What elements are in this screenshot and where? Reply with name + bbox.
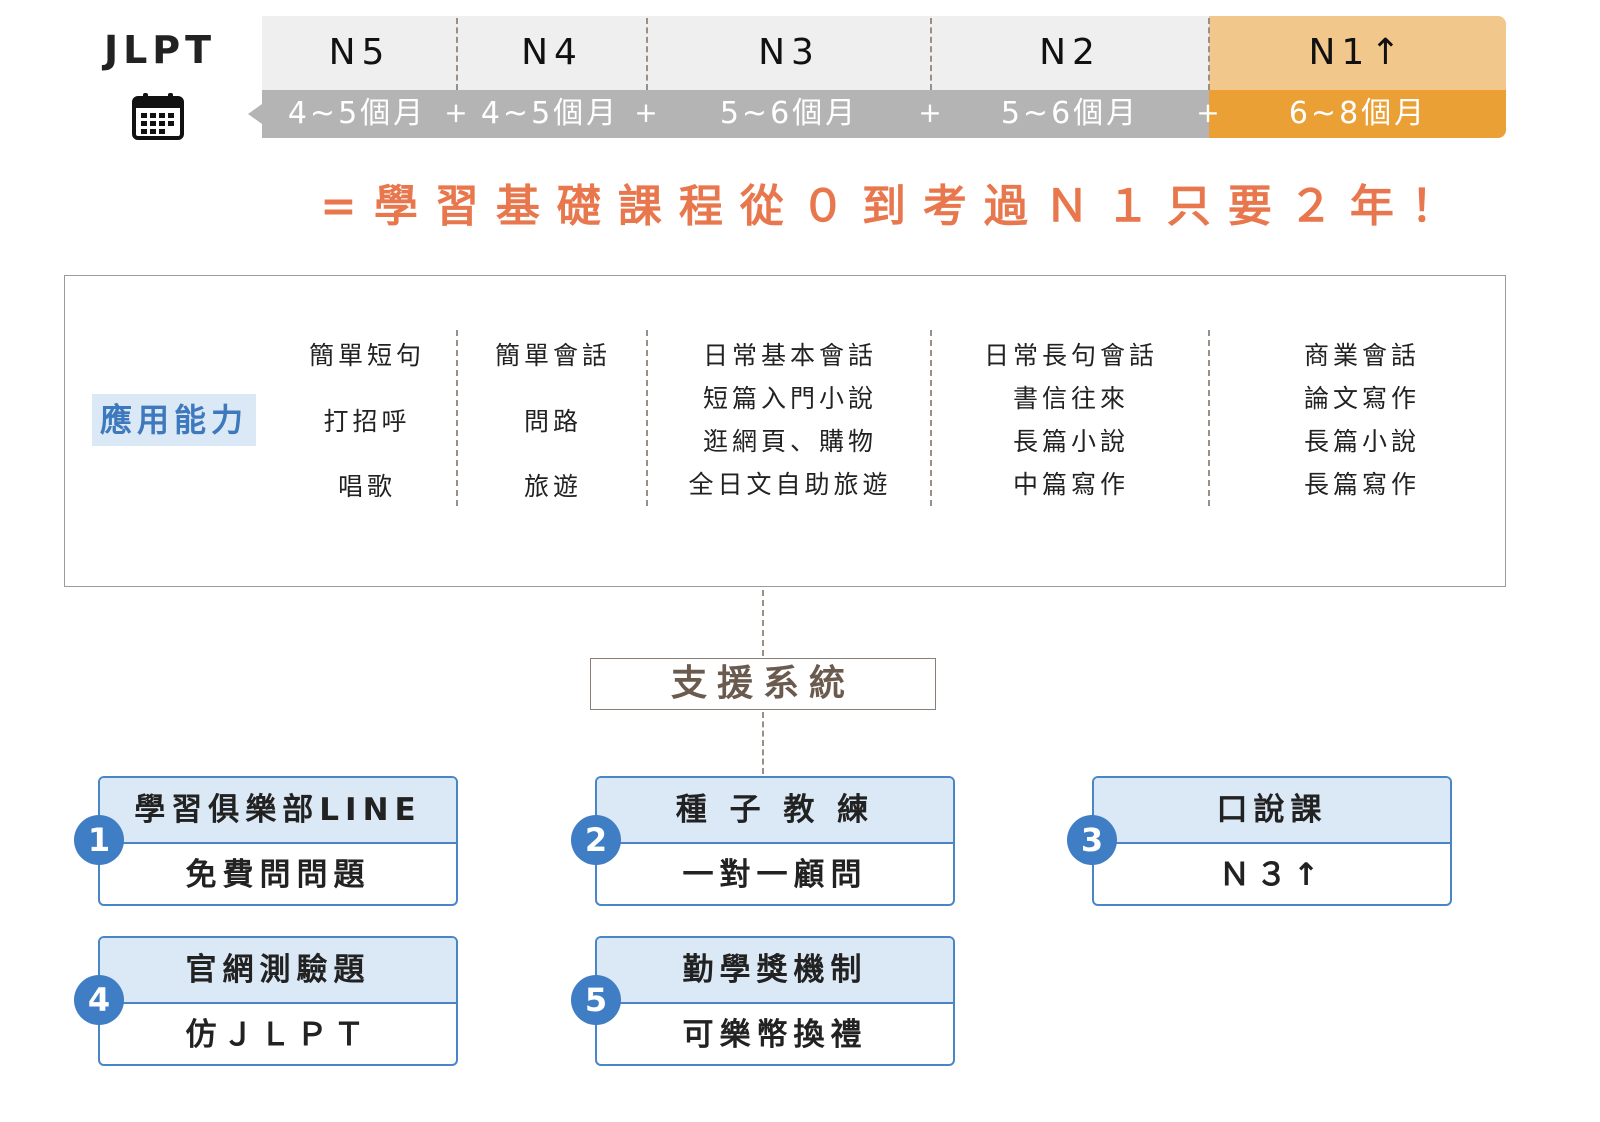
number-badge: 2 <box>571 815 621 865</box>
skill-item: 日常基本會話 <box>702 341 877 370</box>
duration-n3: 5~6個月 <box>719 96 859 131</box>
level-divider <box>930 18 932 90</box>
level-band <box>262 16 1209 90</box>
support-card-rewards: 勤學獎機制 可樂幣換禮 <box>595 936 955 1066</box>
skill-item: 打招呼 <box>323 407 411 436</box>
card-subtitle: 仿ＪＬＰＴ <box>185 1017 371 1053</box>
duration-n2: 5~6個月 <box>1000 96 1140 131</box>
column-divider <box>930 330 932 506</box>
support-card-speaking: 口說課 Ｎ３↑ <box>1092 776 1452 906</box>
connector-line <box>762 712 764 774</box>
skill-item: 全日文自助旅遊 <box>688 470 892 499</box>
level-divider <box>456 18 458 90</box>
level-divider <box>1208 18 1210 90</box>
connector-line <box>762 590 764 656</box>
skill-item: 長篇小說 <box>1303 427 1420 456</box>
column-divider <box>1208 330 1210 506</box>
skill-item: 長篇小說 <box>1012 427 1129 456</box>
timeline-arrow <box>248 104 262 124</box>
plus-sign: + <box>634 96 658 129</box>
number-badge: 4 <box>74 975 124 1025</box>
level-band-n1 <box>1209 16 1506 90</box>
column-divider <box>646 330 648 506</box>
card-subtitle: 可樂幣換禮 <box>682 1017 868 1053</box>
level-divider <box>646 18 648 90</box>
skill-item: 唱歌 <box>337 472 396 501</box>
skill-item: 日常長句會話 <box>983 341 1158 370</box>
plus-sign: + <box>1196 96 1220 129</box>
skills-label: 應用能力 <box>92 394 256 446</box>
level-n4: N4 <box>521 32 583 73</box>
level-n2: N2 <box>1039 32 1101 73</box>
skill-item: 逛網頁、購物 <box>702 427 877 456</box>
card-subtitle: Ｎ３↑ <box>1219 857 1325 893</box>
skill-item: 書信往來 <box>1012 384 1129 413</box>
skill-item: 中篇寫作 <box>1012 470 1129 499</box>
card-title: 種 子 教 練 <box>597 778 953 844</box>
plus-sign: + <box>918 96 942 129</box>
card-title: 官網測驗題 <box>100 938 456 1004</box>
column-divider <box>456 330 458 506</box>
duration-band <box>262 90 1209 138</box>
support-card-coach: 種 子 教 練 一對一顧問 <box>595 776 955 906</box>
support-card-line-club: 學習俱樂部LINE 免費問問題 <box>98 776 458 906</box>
card-title: 勤學獎機制 <box>597 938 953 1004</box>
number-badge: 3 <box>1067 815 1117 865</box>
duration-band-n1 <box>1209 90 1506 138</box>
support-system-title: 支援系統 <box>590 658 936 710</box>
level-n5: N5 <box>328 32 391 73</box>
skill-item: 旅遊 <box>523 472 582 501</box>
headline: =學習基礎課程從０到考過Ｎ１只要２年！ <box>320 181 1472 232</box>
duration-n5: 4~5個月 <box>287 96 427 131</box>
skill-item: 商業會話 <box>1303 341 1420 370</box>
skills-panel <box>64 275 1506 587</box>
duration-n4: 4~5個月 <box>480 96 620 131</box>
calendar-icon <box>132 93 184 140</box>
skill-item: 問路 <box>523 407 582 436</box>
skill-item: 簡單會話 <box>494 341 611 370</box>
skill-item: 長篇寫作 <box>1303 470 1420 499</box>
number-badge: 1 <box>74 815 124 865</box>
level-n1: N1↑ <box>1308 32 1407 73</box>
skill-item: 論文寫作 <box>1303 384 1420 413</box>
jlpt-label: JLPT <box>103 28 217 72</box>
support-card-mock-test: 官網測驗題 仿ＪＬＰＴ <box>98 936 458 1066</box>
card-subtitle: 一對一顧問 <box>682 857 868 893</box>
duration-n1: 6~8個月 <box>1288 96 1428 131</box>
number-badge: 5 <box>571 975 621 1025</box>
card-title: 學習俱樂部LINE <box>100 778 456 844</box>
level-n3: N3 <box>758 32 820 73</box>
skill-item: 短篇入門小說 <box>702 384 877 413</box>
card-title: 口說課 <box>1094 778 1450 844</box>
card-subtitle: 免費問問題 <box>185 857 371 893</box>
skill-item: 簡單短句 <box>308 341 425 370</box>
plus-sign: + <box>444 96 468 129</box>
